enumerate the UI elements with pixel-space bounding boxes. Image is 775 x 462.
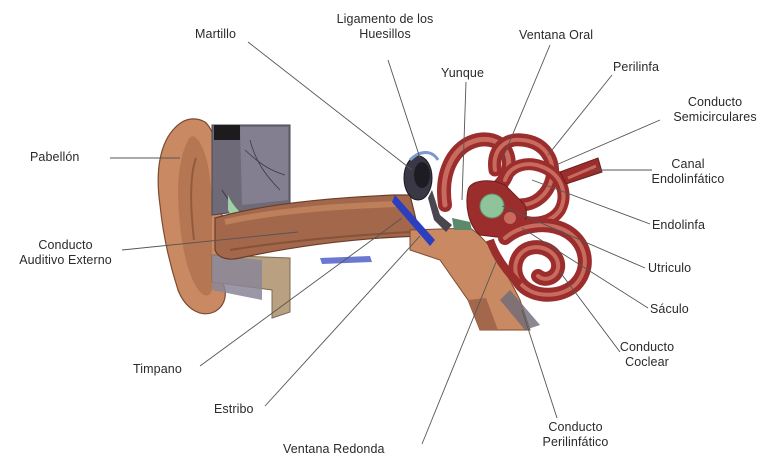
leader-semicirculares — [556, 120, 660, 165]
label-ligamento-line2: Huesillos — [320, 27, 450, 42]
label-coclear-line1: Conducto — [612, 340, 682, 355]
label-perilinfatico-line1: Conducto — [528, 420, 623, 435]
label-canal-line1: Canal — [648, 157, 728, 172]
label-semicirculares-line2: Semicirculares — [660, 110, 770, 125]
label-coclear-line2: Coclear — [612, 355, 682, 370]
leader-perilinfa — [548, 75, 612, 155]
label-conducto-auditivo-externo: Conducto Auditivo Externo — [8, 238, 123, 268]
label-conducto-semicirculares: Conducto Semicirculares — [660, 95, 770, 125]
label-utriculo: Utriculo — [648, 261, 691, 276]
label-saculo: Sáculo — [650, 302, 689, 317]
label-endolinfa: Endolinfa — [652, 218, 705, 233]
label-canal-endolinfatico: Canal Endolinfático — [648, 157, 728, 187]
label-auditivo-line2: Auditivo Externo — [8, 253, 123, 268]
label-ligamento-line1: Ligamento de los — [320, 12, 450, 27]
label-conducto-coclear: Conducto Coclear — [612, 340, 682, 370]
label-ligamento-huesillos: Ligamento de los Huesillos — [320, 12, 450, 42]
label-timpano: Timpano — [133, 362, 182, 377]
label-ventana-redonda: Ventana Redonda — [283, 442, 385, 457]
label-conducto-perilinfatico: Conducto Perilinfático — [528, 420, 623, 450]
label-perilinfatico-line2: Perilinfático — [528, 435, 623, 450]
label-perilinfa: Perilinfa — [613, 60, 659, 75]
label-yunque: Yunque — [441, 66, 484, 81]
label-auditivo-line1: Conducto — [8, 238, 123, 253]
label-semicirculares-line1: Conducto — [660, 95, 770, 110]
leader-ventana-redonda — [422, 262, 496, 444]
label-martillo: Martillo — [195, 27, 236, 42]
label-ventana-oval: Ventana Oral — [519, 28, 593, 43]
leader-perilinfatico — [522, 310, 557, 418]
label-canal-line2: Endolinfático — [648, 172, 728, 187]
label-estribo: Estribo — [214, 402, 254, 417]
leader-ligamento — [388, 60, 420, 158]
label-pabellon: Pabellón — [30, 150, 79, 165]
